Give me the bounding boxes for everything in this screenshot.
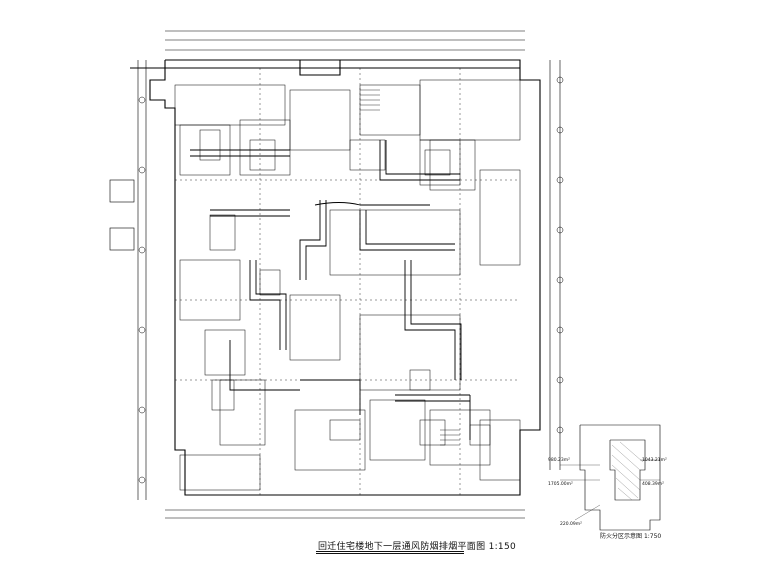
top-dimension-lines [165,30,525,51]
axis-bubbles-left [138,96,146,484]
zone-area-label: 980.23m² [548,458,570,463]
zone-area-label: 408.39m² [642,482,664,487]
title-underline-thin [316,553,464,554]
drawing-scale: 1:150 [488,542,517,552]
equipment-areas [199,129,491,446]
zone-area-label: 220.09m² [560,522,582,527]
zone-area-label: 1705.00m² [548,482,573,487]
key-plan-title: 防火分区示意图 1:750 [600,531,661,540]
stair-hatch [360,89,460,446]
title-underline [316,551,464,552]
drawing-title-text: 回迁住宅楼地下一层通风防烟排烟平面图 [318,542,486,552]
key-plan-hatch [611,441,644,501]
ventilation-ducts [190,140,471,440]
drawing-title: 回迁住宅楼地下一层通风防烟排烟平面图 1:150 [318,539,516,552]
bottom-dimension-lines [165,509,525,519]
building-outline [130,59,541,496]
axis-bubbles-right [556,76,564,434]
zone-area-label: 1043.21m² [642,458,667,463]
key-plan-title-text: 防火分区示意图 [600,533,643,540]
room-partitions [174,79,521,491]
right-dimension-lines [549,60,561,470]
left-dimension-lines [137,60,147,500]
column-grid [175,68,520,495]
fire-zone-key-plan [560,424,661,531]
key-plan-scale: 1:750 [643,533,662,540]
left-callouts [109,179,135,251]
